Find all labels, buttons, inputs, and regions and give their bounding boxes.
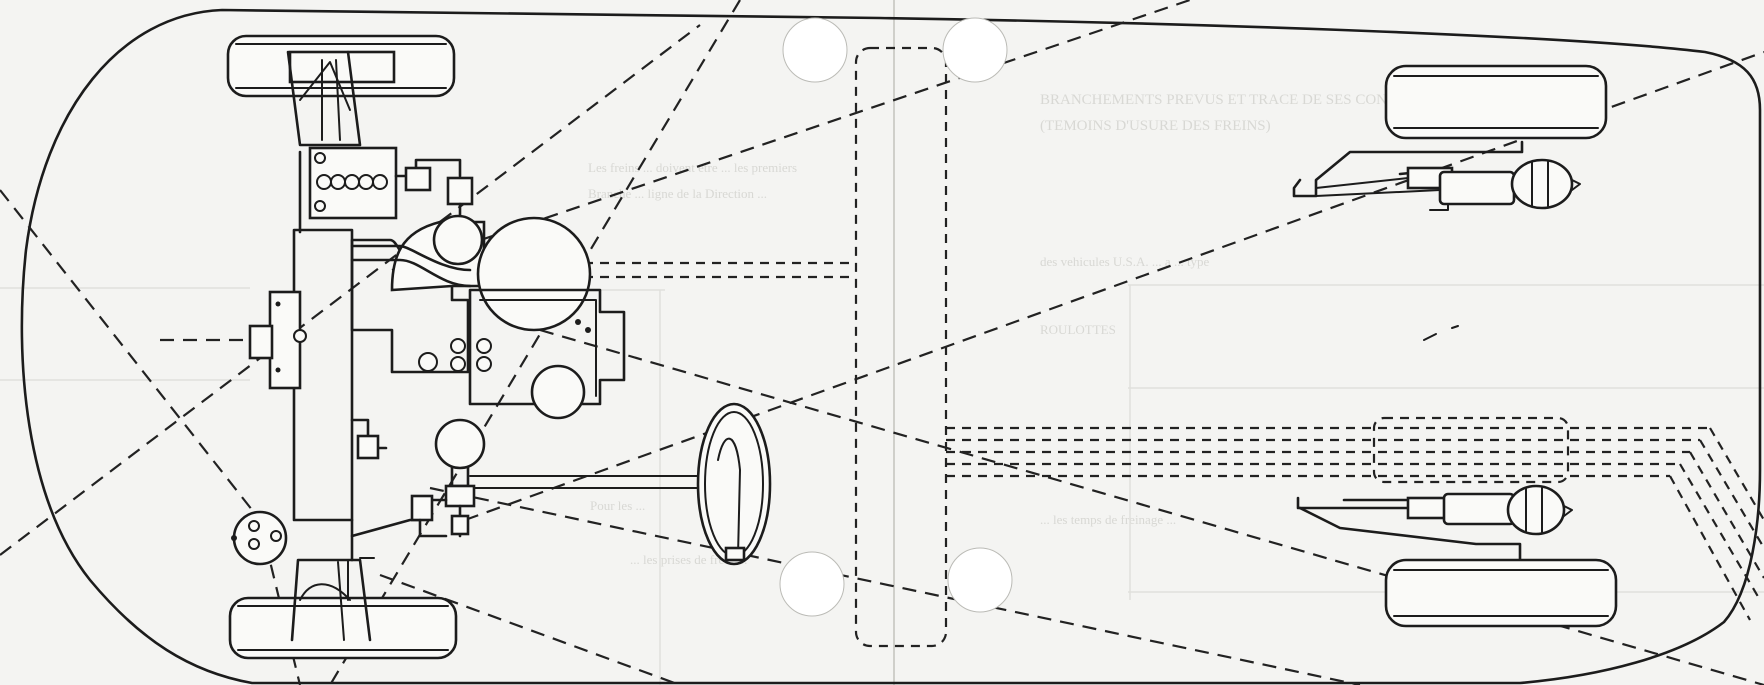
steering-wheel <box>696 402 772 566</box>
bolt <box>450 356 466 372</box>
frame-bracket <box>248 324 274 360</box>
bolt <box>450 338 466 354</box>
bolt <box>476 356 492 372</box>
proportioning-valve <box>434 418 486 470</box>
ghost-line: (TEMOINS D'USURE DES FREINS) <box>1040 118 1271 134</box>
rear-brake-chamber <box>1510 158 1574 210</box>
valve-fitting <box>444 484 476 508</box>
rear-brake-cylinder <box>1438 170 1516 206</box>
brake-reservoir <box>530 364 586 420</box>
binder-hole <box>942 17 1008 83</box>
bolt <box>476 338 492 354</box>
distribution-ports <box>314 152 388 212</box>
bolt <box>418 352 438 372</box>
booster-front <box>432 214 484 266</box>
binder-holes <box>779 17 1013 617</box>
rear-right-tire <box>1384 558 1618 628</box>
pipe-fitting <box>356 434 380 460</box>
ghost-line: ROULOTTES <box>1040 322 1116 337</box>
steering-brake-pipe <box>469 475 709 489</box>
binder-hole <box>782 17 848 83</box>
brake-master-cylinder <box>476 216 592 332</box>
binder-hole <box>779 551 845 617</box>
steering-column <box>724 546 746 562</box>
valve-fitting <box>450 514 470 536</box>
rear-brake-chamber <box>1506 484 1566 536</box>
pipe-fitting <box>404 166 432 192</box>
ghost-line: Pour les ... <box>590 498 646 513</box>
center-crossmember <box>854 46 948 648</box>
ghost-line: des vehicules U.S.A. ... a ... type <box>1040 254 1210 269</box>
stray-mark <box>1423 325 1459 341</box>
ghost-line: Branche ... ligne de la Direction ... <box>588 186 768 201</box>
ghost-line: BRANCHEMENTS PREVUS ET TRACE DE SES COND… <box>1040 92 1441 108</box>
pipe-fitting <box>446 176 474 206</box>
rear-differential <box>1372 416 1570 484</box>
steering-wheel-rim <box>696 402 772 566</box>
rear-brake-pipes <box>946 426 1764 621</box>
vehicle-body-outline <box>20 8 1762 685</box>
front-left-hub <box>288 50 396 84</box>
rear-left-tire <box>1384 64 1608 140</box>
ghost-line: ... les temps de freinage ... <box>1040 512 1177 527</box>
pipe-fitting <box>410 494 434 522</box>
ghost-line: Les freins ... doivent etre ... les prem… <box>588 160 798 175</box>
front-axle-assembly <box>226 34 626 660</box>
rear-brake-cylinder <box>1442 492 1516 526</box>
rear-axle-assembly <box>1292 64 1618 628</box>
binder-hole <box>947 547 1013 613</box>
